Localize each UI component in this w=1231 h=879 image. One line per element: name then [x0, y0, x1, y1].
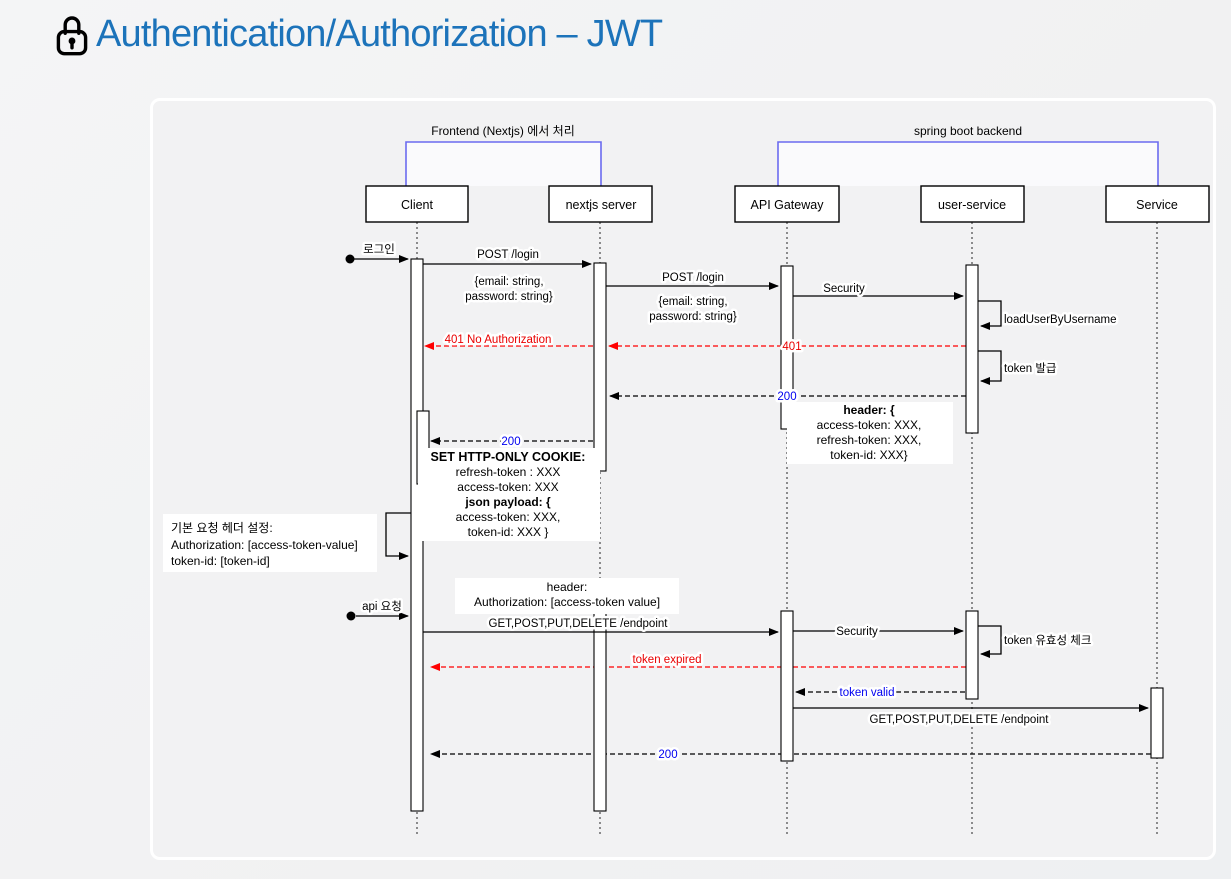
label-401-no-auth: 401 No Authorization [445, 334, 552, 346]
response-header-block-bg [787, 402, 953, 464]
sequence-diagram-panel: Frontend (Nextjs) 에서 처리 spring boot back… [150, 98, 1216, 860]
set-cookie-block-bg [418, 448, 600, 541]
lock-keyhole [68, 37, 76, 44]
activation-nextjs-1 [593, 262, 607, 472]
default-header-line-0: 기본 요청 헤더 설정: [171, 521, 273, 535]
request-header-block-bg [455, 578, 679, 614]
request-header-line-0: header: [547, 580, 588, 594]
label-api-request: api 요청 [362, 600, 402, 613]
selfloop-default-header [385, 512, 411, 560]
label-get-endpoint-2: GET,POST,PUT,DELETE /endpoint [870, 714, 1050, 726]
participant-box-user-service [920, 185, 1025, 223]
lock-body [56, 29, 88, 55]
participant-box-nextjs [548, 185, 653, 223]
set-cookie-line-0: SET HTTP-ONLY COOKIE: [431, 450, 586, 464]
label-get-endpoint-1: GET,POST,PUT,DELETE /endpoint [489, 618, 669, 630]
set-cookie-line-4: access-token: XXX, [456, 510, 561, 524]
label-token-valid: token valid [840, 687, 895, 699]
activation-nextjs-2 [593, 609, 607, 812]
response-header-line-1: access-token: XXX, [817, 418, 922, 432]
default-header-line-1: Authorization: [access-token-value] [171, 538, 358, 552]
lock-shackle [63, 15, 81, 35]
response-header-line-3: token-id: XXX} [830, 448, 907, 462]
set-cookie-line-3: json payload: { [464, 495, 551, 509]
label-load-user: loadUserByUsername [1004, 314, 1117, 326]
participant-box-gateway [734, 185, 840, 223]
label-200-first: 200 [777, 391, 796, 403]
label-login: 로그인 [363, 243, 395, 256]
frontend-group-area [406, 142, 601, 186]
selfloop-token-check [978, 625, 1002, 658]
response-header-line-0: header: { [843, 403, 895, 417]
lock-icon [56, 15, 88, 55]
activation-service [1150, 687, 1164, 759]
set-cookie-line-2: access-token: XXX [457, 480, 558, 494]
found-message-dot-api-request [346, 611, 356, 621]
activation-user-service-2 [965, 610, 979, 700]
label-login-payload-1b: password: string} [465, 291, 553, 303]
default-header-line-2: token-id: [token-id] [171, 554, 270, 568]
request-header-line-1: Authorization: [access-token value] [474, 595, 660, 609]
label-200-second: 200 [501, 436, 520, 448]
label-security-2: Security [836, 626, 878, 638]
set-cookie-line-1: refresh-token : XXX [456, 465, 561, 479]
participant-label-nextjs: nextjs server [566, 198, 637, 212]
selfloop-load-user [978, 300, 1002, 330]
participant-box-service [1105, 185, 1210, 223]
set-cookie-line-5: token-id: XXX } [468, 525, 549, 539]
selfloop-token-issue [978, 350, 1002, 385]
label-login-payload-2b: password: string} [649, 311, 737, 323]
activation-gateway-2 [780, 610, 794, 762]
backend-group-label: spring boot backend [914, 124, 1022, 138]
label-login-payload-2a: {email: string, [658, 296, 727, 308]
label-post-login-2: POST /login [662, 272, 724, 284]
label-security-1: Security [823, 283, 865, 295]
label-token-issue: token 발급 [1004, 362, 1057, 375]
found-message-dot-login [345, 254, 355, 264]
participant-label-user-service: user-service [938, 198, 1006, 212]
lock-keyhole-stem [70, 41, 74, 49]
frontend-group-label: Frontend (Nextjs) 에서 처리 [431, 124, 575, 138]
page-header: Authentication/Authorization – JWT [55, 13, 663, 56]
label-login-payload-1a: {email: string, [474, 276, 543, 288]
page-title: Authentication/Authorization – JWT [96, 13, 663, 55]
jwt-sequence-diagram: Frontend (Nextjs) 에서 처리 spring boot back… [163, 124, 1210, 834]
label-200-final: 200 [658, 749, 677, 761]
label-post-login-1: POST /login [477, 249, 539, 261]
label-token-expired: token expired [632, 654, 701, 666]
participant-label-client: Client [401, 198, 433, 212]
participant-label-gateway: API Gateway [751, 198, 825, 212]
backend-group-area [778, 142, 1158, 186]
participant-label-service: Service [1136, 198, 1178, 212]
participant-box-client [365, 185, 469, 223]
backend-group-bracket [777, 141, 1159, 186]
frontend-group-bracket [405, 141, 602, 186]
label-token-check: token 유효성 체크 [1004, 634, 1091, 647]
response-header-line-2: refresh-token: XXX, [817, 433, 922, 447]
label-401: 401 [782, 341, 801, 353]
default-header-block-bg [163, 514, 377, 572]
activation-user-service-1 [965, 264, 979, 434]
